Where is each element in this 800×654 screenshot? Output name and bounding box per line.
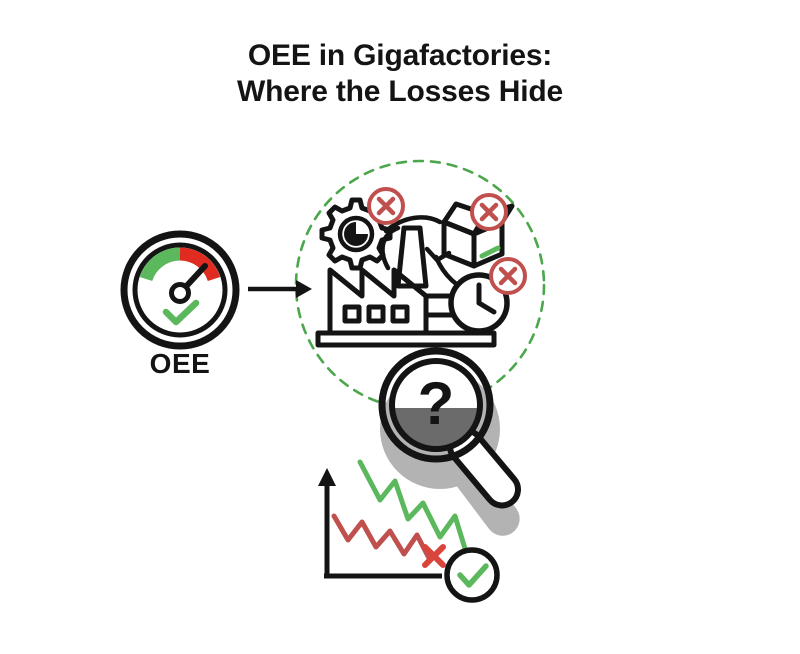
chart-pass-check-icon xyxy=(457,563,489,588)
factory-window xyxy=(390,304,410,324)
magnifier-question-mark: ? xyxy=(418,370,455,437)
chart-series-green xyxy=(357,459,473,568)
flow-arrow-icon xyxy=(248,280,312,298)
factory-window xyxy=(366,304,386,324)
chart-pass-ring xyxy=(444,547,500,603)
magnifier-lens-inner-ring xyxy=(389,358,483,452)
trend-chart xyxy=(318,459,500,603)
chart-y-axis-arrowhead xyxy=(318,468,336,486)
factory-body xyxy=(327,267,429,336)
x-marker-box xyxy=(470,193,508,231)
clock-icon xyxy=(448,272,510,334)
magnifier-lens-outer-ring xyxy=(378,347,494,463)
factory-chimney xyxy=(395,225,429,289)
chart-series-red xyxy=(331,513,433,563)
magnifier-icon: ? xyxy=(378,347,521,509)
gauge-arc-green xyxy=(139,247,181,282)
gauge-needle-hub xyxy=(169,282,191,304)
gauge-arc-red xyxy=(179,247,221,282)
box-accent-line xyxy=(479,245,501,259)
gear-refresh-arrow xyxy=(344,222,368,246)
x-marker-gear xyxy=(367,187,405,225)
gauge-check-icon xyxy=(162,299,200,326)
oee-gauge-caption: OEE xyxy=(149,348,211,379)
oee-gauge xyxy=(120,230,240,350)
factory-base xyxy=(315,330,497,348)
factory-window xyxy=(342,304,362,324)
chart-fail-x-marker xyxy=(422,544,446,568)
x-marker-clock xyxy=(489,257,527,295)
